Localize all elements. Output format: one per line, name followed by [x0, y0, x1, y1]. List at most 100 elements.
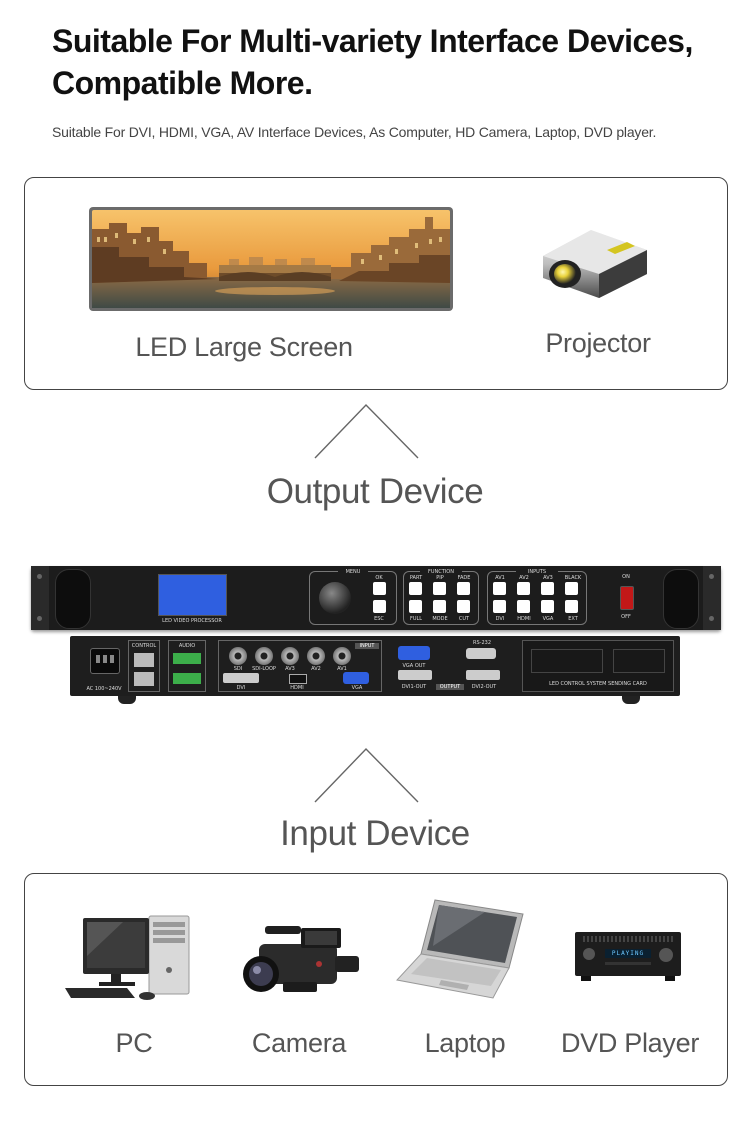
- power-on-label: ON: [622, 574, 630, 580]
- input-label-laptop: Laptop: [424, 1028, 506, 1058]
- handle-left: [55, 569, 91, 629]
- key-ext-label: EXT: [568, 616, 578, 622]
- rs232-port[interactable]: [466, 648, 496, 659]
- key-pip-label: PIP: [436, 575, 444, 581]
- bnc-port-av1[interactable]: [333, 647, 351, 665]
- menu-section: MENU OK ESC: [309, 569, 397, 625]
- processor-rear-panel: AC 100~240V CONTROL AUDIO INPUT SDI SDI-…: [70, 636, 680, 696]
- key-ok[interactable]: [373, 582, 386, 595]
- key-av2-label: AV2: [519, 575, 529, 581]
- key-vga-label: VGA: [542, 616, 554, 622]
- inputs-section-label: INPUTS: [516, 569, 558, 575]
- menu-knob[interactable]: [319, 582, 351, 614]
- dvi1-output-label: DVI1-OUT: [401, 684, 427, 690]
- key-black[interactable]: [565, 582, 578, 595]
- foot-right: [622, 696, 640, 704]
- title-line-1: Suitable For Multi-variety Interface Dev…: [52, 23, 693, 59]
- output-label: OUTPUT: [436, 684, 464, 690]
- bnc-av2-label: AV2: [311, 666, 321, 672]
- power-off-label: OFF: [621, 614, 631, 620]
- rack-ear-right: [703, 566, 721, 630]
- output-devices-box: LED Large Screen Projector: [24, 177, 728, 390]
- menu-section-label: MENU: [338, 569, 368, 575]
- power-socket: [90, 648, 120, 674]
- key-ok-label: OK: [375, 575, 383, 581]
- input-label-dvd-player: DVD Player: [560, 1028, 700, 1058]
- input-label-pc: PC: [115, 1028, 153, 1058]
- lcd-screen: [158, 574, 227, 616]
- handle-right: [663, 569, 699, 629]
- key-full[interactable]: [409, 600, 422, 613]
- inputs-section: INPUTS AV1 AV2 AV3 BLACK DVI HDMI VGA EX…: [487, 569, 587, 625]
- audio-terminal-bottom[interactable]: [173, 673, 201, 684]
- vga-input-port[interactable]: [343, 672, 369, 684]
- vga-output-label: VGA OUT: [402, 663, 426, 669]
- bnc-sdi-loop-label: SDI-LOOP: [252, 666, 276, 672]
- input-label: INPUT: [355, 643, 379, 649]
- audio-terminal-top[interactable]: [173, 653, 201, 664]
- key-mode[interactable]: [433, 600, 446, 613]
- dvd-player-icon: PLAYING: [575, 932, 681, 982]
- key-mode-label: MODE: [432, 616, 448, 622]
- front-model-label: LED VIDEO PROCESSOR: [162, 618, 222, 624]
- sending-card-label: LED CONTROL SYSTEM SENDING CARD: [549, 681, 647, 687]
- audio-ports: AUDIO: [168, 640, 206, 692]
- power-switch[interactable]: [620, 586, 634, 610]
- key-cut[interactable]: [457, 600, 470, 613]
- vga-input-label: VGA: [351, 685, 363, 691]
- key-vga[interactable]: [541, 600, 554, 613]
- key-av2[interactable]: [517, 582, 530, 595]
- key-part-label: PART: [409, 575, 423, 581]
- dvi2-output-label: DVI2-OUT: [471, 684, 497, 690]
- key-ext[interactable]: [565, 600, 578, 613]
- power-input-label: AC 100~240V: [86, 686, 122, 692]
- rj45-port-2[interactable]: [134, 672, 154, 686]
- key-fade[interactable]: [457, 582, 470, 595]
- dvi-input-port[interactable]: [223, 673, 259, 683]
- laptop-icon: [396, 899, 524, 999]
- key-black-label: BLACK: [564, 575, 582, 581]
- hdmi-input-port[interactable]: [289, 674, 307, 684]
- input-ports: INPUT SDI SDI-LOOP AV3 AV2 AV1 DVI HDMI …: [218, 640, 382, 692]
- sending-card-slot: LED CONTROL SYSTEM SENDING CARD: [522, 640, 674, 692]
- vga-output-port[interactable]: [398, 646, 430, 660]
- output-device-title: Output Device: [266, 472, 484, 511]
- projector-icon: [543, 230, 647, 298]
- audio-label: AUDIO: [178, 643, 196, 649]
- title-line-2: Compatible More.: [52, 65, 313, 101]
- bnc-port-av2[interactable]: [307, 647, 325, 665]
- key-fade-label: FADE: [457, 575, 471, 581]
- key-cut-label: CUT: [458, 616, 470, 622]
- key-dvi[interactable]: [493, 600, 506, 613]
- hdmi-input-label: HDMI: [290, 685, 304, 691]
- page-title: Suitable For Multi-variety Interface Dev…: [52, 20, 732, 104]
- key-part[interactable]: [409, 582, 422, 595]
- pc-icon: [65, 915, 190, 1000]
- key-full-label: FULL: [409, 616, 423, 622]
- dvi2-output-port[interactable]: [466, 670, 500, 680]
- up-arrow-icon: [314, 403, 419, 459]
- key-av1-label: AV1: [495, 575, 505, 581]
- key-pip[interactable]: [433, 582, 446, 595]
- bnc-port-av3[interactable]: [281, 647, 299, 665]
- foot-left: [118, 696, 136, 704]
- bnc-port-sdi-loop[interactable]: [255, 647, 273, 665]
- output-ports: VGA OUT RS-232 DVI1-OUT OUTPUT DVI2-OUT: [392, 640, 512, 690]
- rs232-label: RS-232: [473, 640, 491, 646]
- key-av3-label: AV3: [543, 575, 553, 581]
- bnc-sdi-label: SDI: [233, 666, 243, 672]
- key-esc[interactable]: [373, 600, 386, 613]
- bnc-av3-label: AV3: [285, 666, 295, 672]
- rj45-port-1[interactable]: [134, 653, 154, 667]
- key-av3[interactable]: [541, 582, 554, 595]
- bnc-port-sdi[interactable]: [229, 647, 247, 665]
- key-av1[interactable]: [493, 582, 506, 595]
- dvd-display: PLAYING: [605, 949, 651, 958]
- page-subtitle: Suitable For DVI, HDMI, VGA, AV Interfac…: [52, 124, 657, 140]
- key-hdmi-label: HDMI: [517, 616, 531, 622]
- key-hdmi[interactable]: [517, 600, 530, 613]
- control-label: CONTROL: [131, 643, 157, 649]
- key-dvi-label: DVI: [495, 616, 505, 622]
- dvi1-output-port[interactable]: [398, 670, 432, 680]
- rack-ear-left: [31, 566, 49, 630]
